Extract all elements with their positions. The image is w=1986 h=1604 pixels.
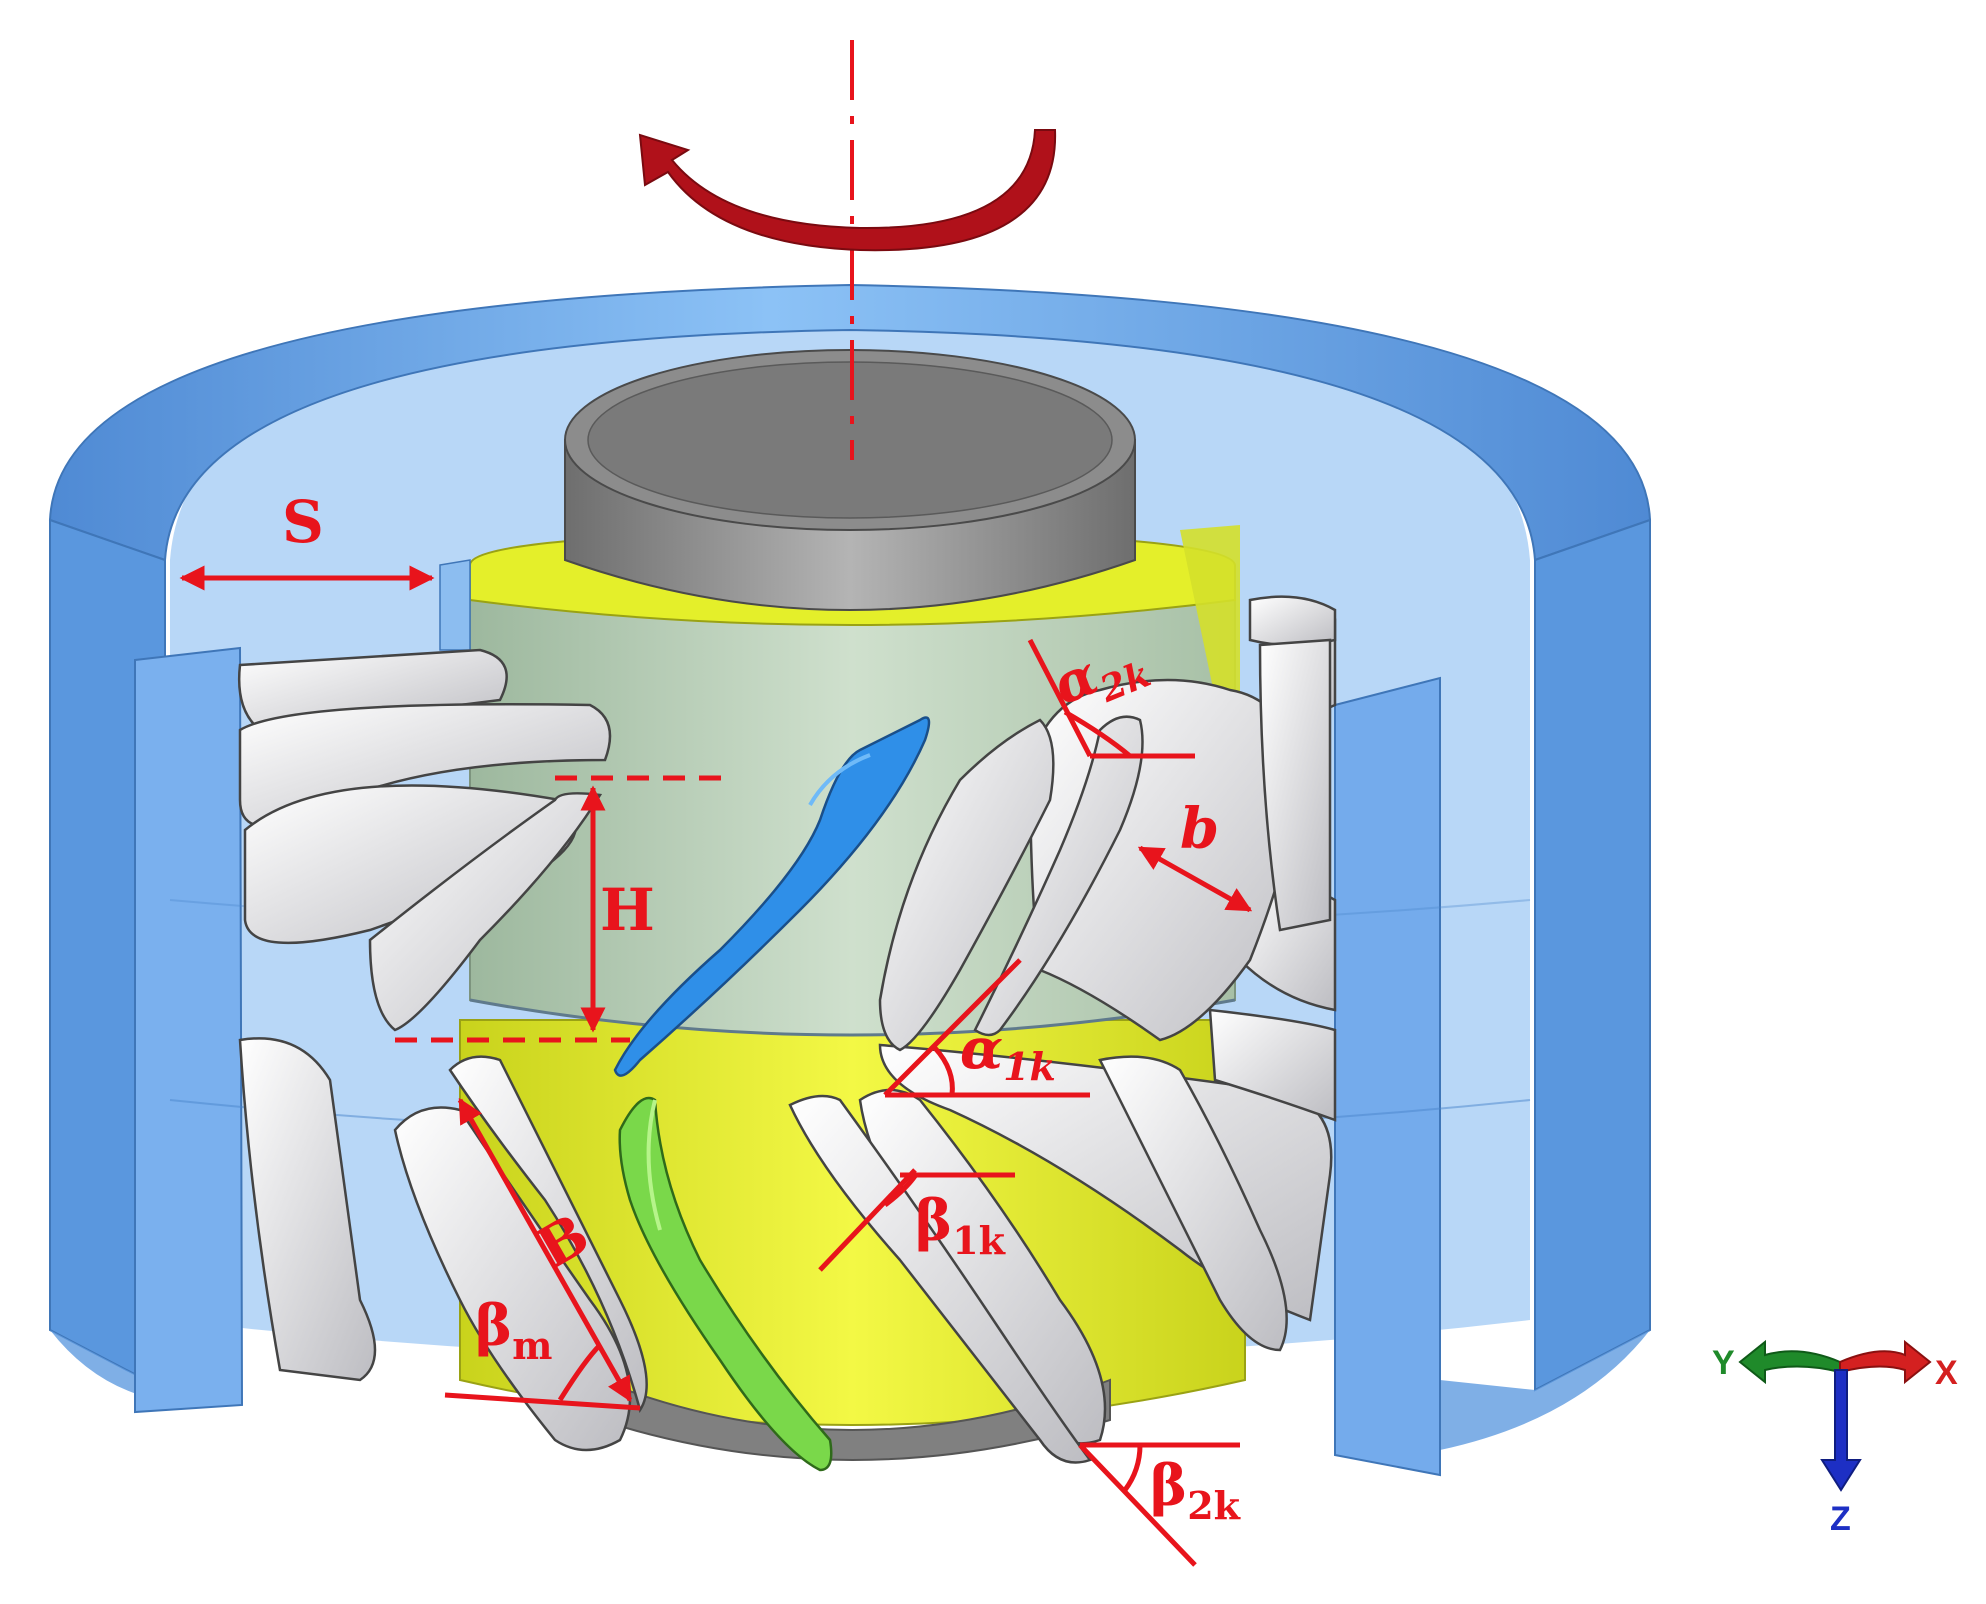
vane [1098,1055,1288,1352]
label-betam: βm [475,1293,552,1368]
angle-alpha1k-line [883,958,1022,1097]
axis-y-arrow [1738,1339,1841,1385]
vane [368,792,603,1032]
axis-x-arrow [1839,1339,1932,1385]
annotations [179,565,1253,1567]
vane [1248,595,1337,647]
axis-x-label: X [1935,1354,1958,1392]
blade-highlight-green [618,1096,833,1472]
vane [238,648,508,732]
label-beta2k: β2k [1150,1453,1241,1528]
label-alpha1k: α1k [960,1016,1056,1089]
axis-z-arrow [1820,1369,1862,1492]
angle-betam-line [444,1392,641,1411]
axis-triad: Y X Z [1712,1339,1958,1538]
axis-z-label: Z [1830,1500,1851,1538]
vane [788,1094,1093,1464]
angle-alpha2k-line [1027,638,1093,758]
label-beta1k: β1k [915,1188,1006,1263]
vane [238,1037,377,1382]
axis-y-label: Y [1712,1344,1735,1382]
vane [1208,1008,1337,1122]
vane [1258,638,1332,932]
dim-b-arrow [1137,845,1253,913]
angle-beta1k-line [818,1168,917,1272]
dim-B-arrow [457,1097,633,1403]
blade-highlight-blue [613,716,931,1077]
label-b-small: b [1180,796,1219,862]
vane [878,718,1055,1052]
label-h: H [600,876,655,944]
rotation-arrow [638,129,1057,252]
vane [973,715,1144,1037]
angle-beta2k-line [1078,1443,1197,1567]
casing-cut-right [1334,676,1441,1477]
label-s: S [282,488,324,556]
casing-cut-left [134,646,244,1414]
guide-vanes [238,595,1337,1464]
